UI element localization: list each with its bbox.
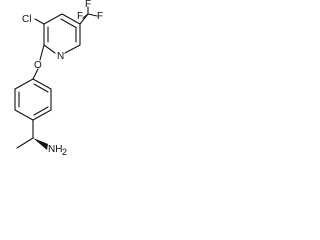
fluorine-left-label: F: [77, 11, 83, 22]
chloro-substituent: Cl: [22, 14, 45, 25]
amine-subscript: 2: [62, 147, 67, 157]
benzene-double-bond-6: [33, 83, 49, 93]
pyridine-bond-6: [43, 13, 63, 25]
benzene-ring: [14, 78, 52, 121]
bond-c-f-right: [87, 13, 98, 17]
ring-nitrogen-label: N: [57, 51, 64, 62]
pyridine-double-bond-1: [60, 18, 76, 28]
aminoethyl-side-chain: NH 2: [16, 119, 67, 157]
bond-oxygen-to-phenyl: [32, 68, 39, 80]
pyridine-ring: N: [43, 13, 81, 62]
chlorine-label: Cl: [22, 14, 31, 25]
bond-chiral-carbon-to-methyl: [16, 137, 34, 149]
ether-oxygen-label: O: [34, 60, 42, 71]
amine-label: NH: [48, 144, 62, 155]
chemical-structure-diagram: F F F N Cl O: [14, 0, 103, 157]
benzene-bond-4: [32, 109, 52, 121]
ether-linkage: O: [32, 44, 45, 80]
benzene-bond-1: [14, 78, 34, 90]
fluorine-top-label: F: [85, 0, 91, 10]
benzene-bond-3: [14, 109, 34, 121]
benzene-bond-6: [32, 78, 52, 90]
trifluoromethyl-group: F F F: [77, 0, 103, 25]
pyridine-bond-3: [64, 44, 81, 54]
bond-c-cl: [34, 18, 45, 25]
bond-c-f-left: [82, 13, 89, 19]
pyridine-bond-4: [43, 44, 56, 54]
wedge-bond-to-amine: [33, 138, 48, 150]
fluorine-right-label: F: [97, 11, 103, 22]
pyridine-bond-1: [61, 13, 81, 25]
bond-ring-to-oxygen: [39, 44, 45, 61]
benzene-double-bond-4: [33, 106, 49, 116]
